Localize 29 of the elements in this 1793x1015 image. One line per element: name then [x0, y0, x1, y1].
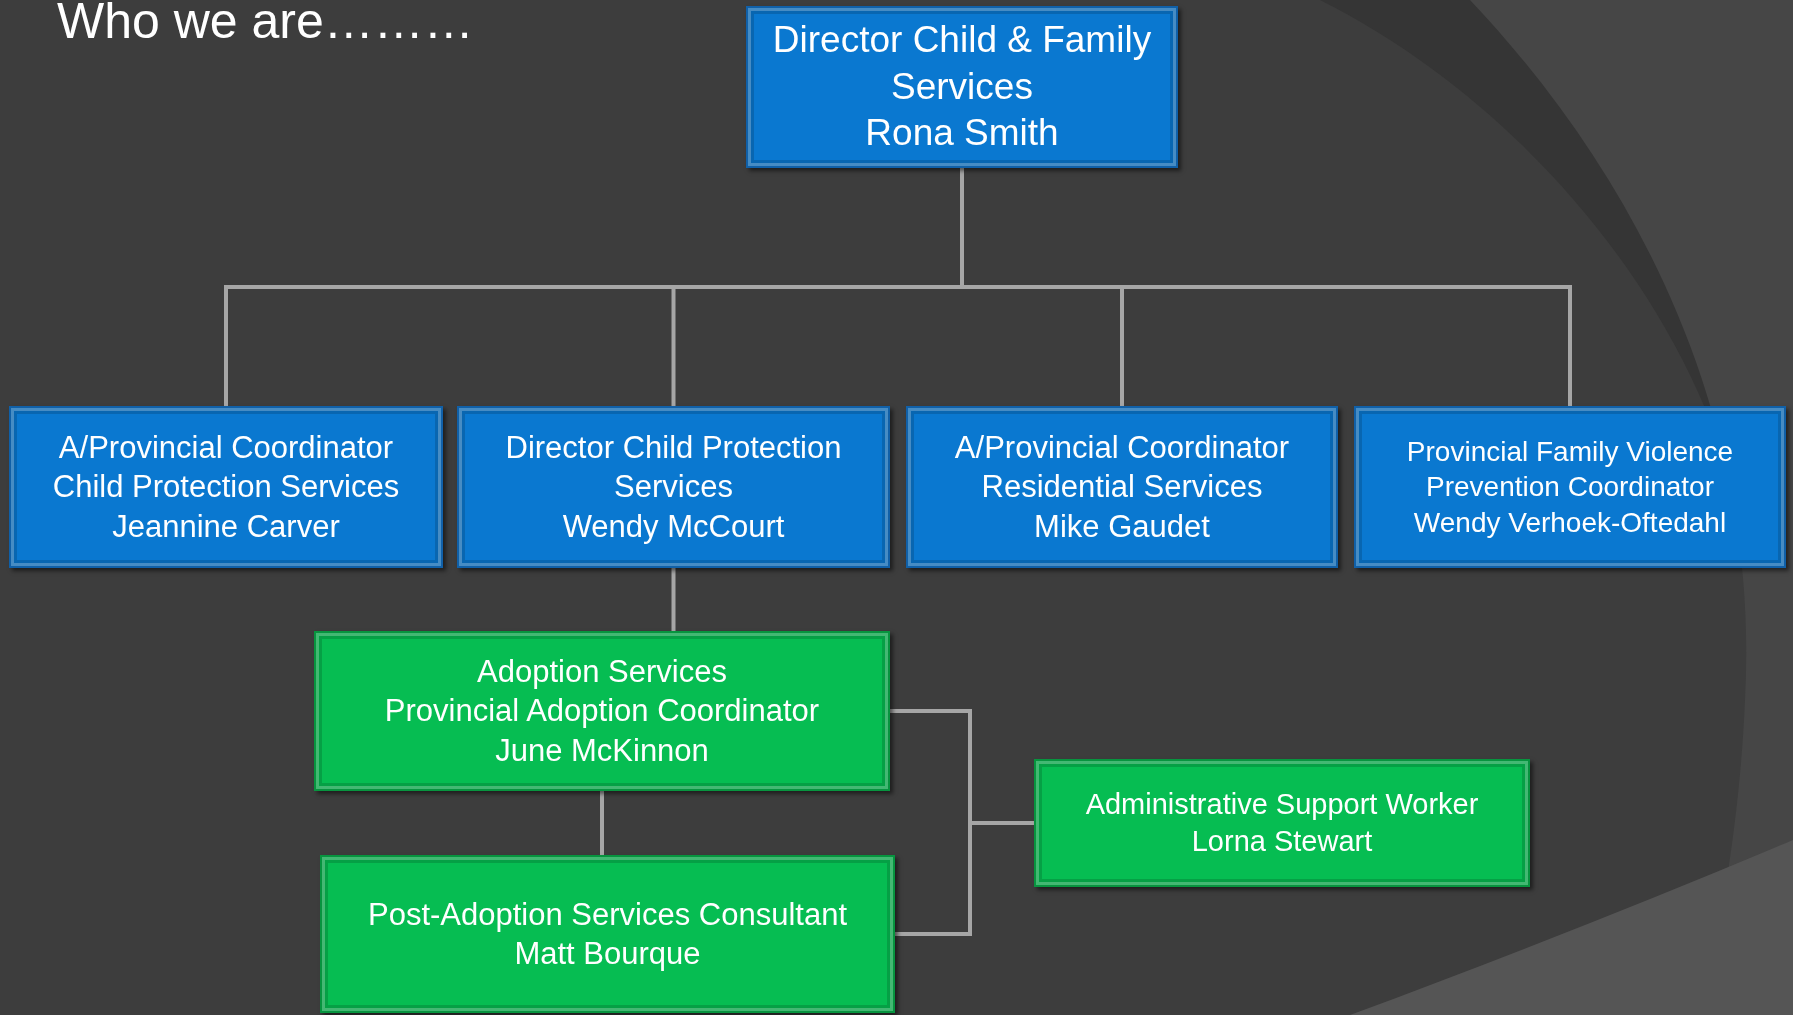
slide-title: Who we are………: [57, 0, 474, 50]
role-title: Provincial Family Violence Prevention Coordinator: [1405, 434, 1735, 505]
person-name: Matt Bourque: [514, 935, 701, 973]
connector-line: [895, 821, 1034, 936]
role-title: Director Child Protection Services: [504, 428, 843, 507]
person-name: Rona Smith: [865, 111, 1059, 156]
person-name: Wendy Verhoek-Oftedahl: [1413, 505, 1727, 540]
connector-line: [600, 791, 604, 855]
role-title: Post-Adoption Services Consultant: [367, 895, 847, 934]
person-name: Mike Gaudet: [1034, 507, 1210, 546]
org-box: [906, 406, 1338, 568]
org-box: [320, 855, 895, 1013]
org-box: [9, 406, 443, 568]
role-title: Provincial Adoption Coordinator: [384, 692, 820, 731]
role-title: Adoption Services: [477, 652, 727, 691]
person-name: Jeannine Carver: [112, 507, 340, 546]
org-box: [746, 6, 1178, 168]
role-title: Director Child & Family Services: [771, 17, 1153, 109]
org-box: [1034, 759, 1530, 887]
org-box: [314, 631, 890, 791]
person-name: Wendy McCourt: [562, 507, 785, 546]
person-name: Lorna Stewart: [1191, 824, 1373, 859]
role-title: Administrative Support Worker: [1085, 787, 1479, 823]
role-title: A/Provincial Coordinator Residential Services: [953, 428, 1291, 507]
org-box: [457, 406, 890, 568]
person-name: June McKinnon: [495, 731, 709, 770]
role-title: A/Provincial Coordinator Child Protection Services: [51, 428, 401, 507]
connector-line: [671, 568, 676, 631]
org-box: [1354, 406, 1786, 568]
